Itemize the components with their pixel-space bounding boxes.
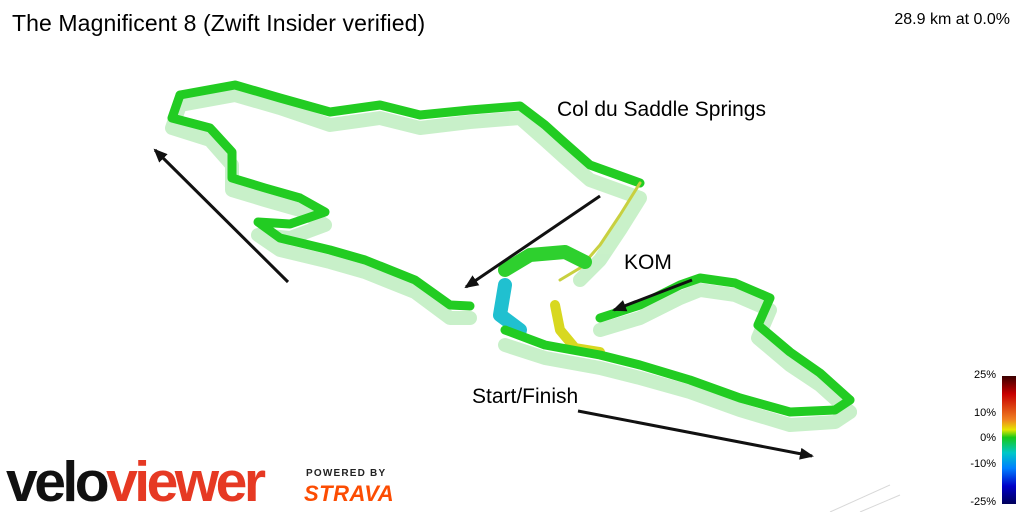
label-col-du-saddle-springs: Col du Saddle Springs <box>557 98 766 121</box>
route-distance-grade: 28.9 km at 0.0% <box>894 11 1010 28</box>
arrow-direction <box>153 148 290 284</box>
label-kom: KOM <box>624 251 672 274</box>
route-segment-east-loop <box>595 273 855 405</box>
route-segment-kom-wall <box>498 245 592 277</box>
route-segment-descent <box>493 278 527 337</box>
ground-grid <box>829 484 901 512</box>
legend-label-minus-10: -10% <box>970 458 996 470</box>
route-segment-south-loop <box>500 325 855 417</box>
legend-label-10: 10% <box>973 407 996 419</box>
route-segment-col-climb <box>558 181 642 282</box>
route-segment-west-loop <box>167 90 475 311</box>
legend-label-0: 0% <box>980 432 996 444</box>
arrow-kom <box>612 278 693 312</box>
route-title: The Magnificent 8 (Zwift Insider verifie… <box>12 10 426 36</box>
legend-label-25: 25% <box>973 369 996 381</box>
label-start-finish: Start/Finish <box>472 385 579 408</box>
veloviewer-logo-part2: viewer <box>106 450 266 514</box>
legend-label-minus-25: -25% <box>970 496 996 508</box>
strava-logo[interactable]: STRAVA <box>304 481 395 506</box>
veloviewer-logo-part1: velo <box>6 450 110 514</box>
annotation-arrows <box>153 148 814 460</box>
route-shadow <box>165 88 857 432</box>
gradient-legend-bar <box>1002 376 1016 504</box>
arrow-col-du-saddle-springs <box>464 194 601 289</box>
route-path[interactable] <box>167 80 855 417</box>
arrow-start-finish <box>577 409 814 460</box>
veloviewer-logo[interactable]: veloviewer <box>6 454 266 511</box>
powered-by-text: POWERED BY <box>306 468 387 479</box>
route-segment-north-loop <box>175 80 645 188</box>
